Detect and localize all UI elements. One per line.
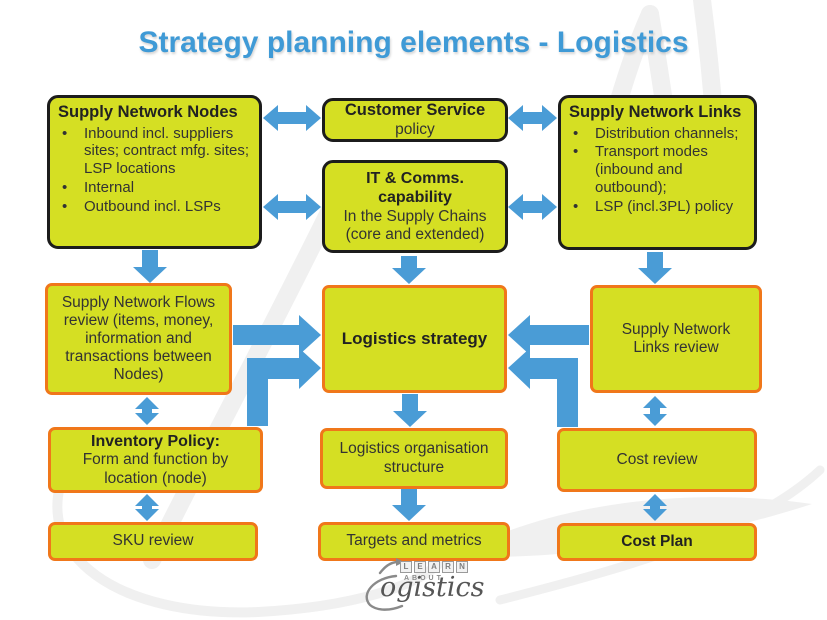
arrow-it-comms-links [508, 194, 557, 220]
flows-review-body: Supply Network Flows review (items, mone… [61, 293, 216, 384]
list-item: Inbound incl. suppliers sites; contract … [58, 125, 251, 178]
it-comms-heading-2: capability [378, 189, 452, 207]
supply-network-links-list: Distribution channels; Transport modes (… [569, 125, 750, 215]
list-item: Internal [58, 179, 251, 197]
supply-network-nodes-heading: Supply Network Nodes [58, 103, 238, 121]
customer-service-box: Customer Service policy [322, 98, 508, 142]
it-comms-body-1: In the Supply Chains [343, 207, 487, 225]
inventory-policy-box: Inventory Policy: Form and function by l… [48, 427, 263, 493]
org-structure-box: Logistics organisation structure [320, 428, 508, 489]
links-review-box: Supply Network Links review [590, 285, 762, 393]
targets-metrics-body: Targets and metrics [346, 532, 482, 550]
cost-plan-heading: Cost Plan [621, 532, 693, 550]
arrow-links-down [638, 252, 672, 284]
cost-review-body: Cost review [616, 450, 698, 468]
flows-review-box: Supply Network Flows review (items, mone… [45, 283, 232, 395]
arrow-nodes-it-comms [263, 194, 321, 220]
slide-title: Strategy planning elements - Logistics [138, 26, 689, 59]
it-comms-box: IT & Comms. capability In the Supply Cha… [322, 160, 508, 253]
supply-network-links-box: Supply Network Links Distribution channe… [558, 95, 757, 250]
links-review-body: Supply Network Links review [621, 320, 731, 356]
arrow-flows-to-strategy [233, 315, 321, 355]
logistics-strategy-heading: Logistics strategy [341, 328, 488, 348]
logo-logistics-script: ogistics [380, 572, 485, 603]
arrow-nodes-customer-service [263, 105, 321, 131]
inventory-policy-heading: Inventory Policy: [91, 433, 220, 451]
it-comms-heading-1: IT & Comms. [366, 170, 464, 188]
sku-review-body: SKU review [112, 532, 194, 550]
supply-network-nodes-box: Supply Network Nodes Inbound incl. suppl… [47, 95, 262, 249]
targets-metrics-box: Targets and metrics [318, 522, 510, 561]
it-comms-body-2: (core and extended) [345, 225, 485, 243]
list-item: Distribution channels; [569, 125, 750, 143]
sku-review-box: SKU review [48, 522, 258, 561]
org-structure-body: Logistics organisation structure [339, 440, 489, 476]
arrow-inventory-sku-bidir [135, 494, 159, 521]
supply-network-nodes-list: Inbound incl. suppliers sites; contract … [58, 125, 251, 215]
cost-review-box: Cost review [557, 428, 757, 492]
list-item: LSP (incl.3PL) policy [569, 198, 750, 216]
supply-network-links-heading: Supply Network Links [569, 103, 742, 121]
list-item: Outbound incl. LSPs [58, 198, 251, 216]
arrow-it-comms-down [392, 256, 426, 284]
learn-about-logistics-logo: L E A R N ABOUT ogistics [338, 558, 508, 618]
arrow-costreview-elbow-to-strategy [508, 348, 578, 427]
arrow-nodes-down [133, 250, 167, 283]
logistics-strategy-box: Logistics strategy [322, 285, 507, 393]
arrow-inventory-elbow-to-strategy [247, 348, 321, 426]
inventory-policy-body: Form and function by location (node) [82, 451, 229, 487]
arrow-flows-inventory-bidir [135, 397, 159, 425]
arrow-strategy-down [393, 394, 427, 427]
arrow-linksreview-to-strategy [508, 315, 589, 355]
customer-service-body: policy [395, 120, 435, 138]
arrow-costreview-costplan-bidir [643, 494, 667, 521]
customer-service-heading: Customer Service [344, 101, 486, 120]
logo-letter: N [456, 561, 468, 573]
list-item: Transport modes (inbound and outbound); [569, 143, 750, 196]
arrow-org-down [392, 489, 426, 521]
arrow-customer-service-links [508, 105, 557, 131]
cost-plan-box: Cost Plan [557, 523, 757, 561]
arrow-linksreview-costreview-bidir [643, 396, 667, 426]
